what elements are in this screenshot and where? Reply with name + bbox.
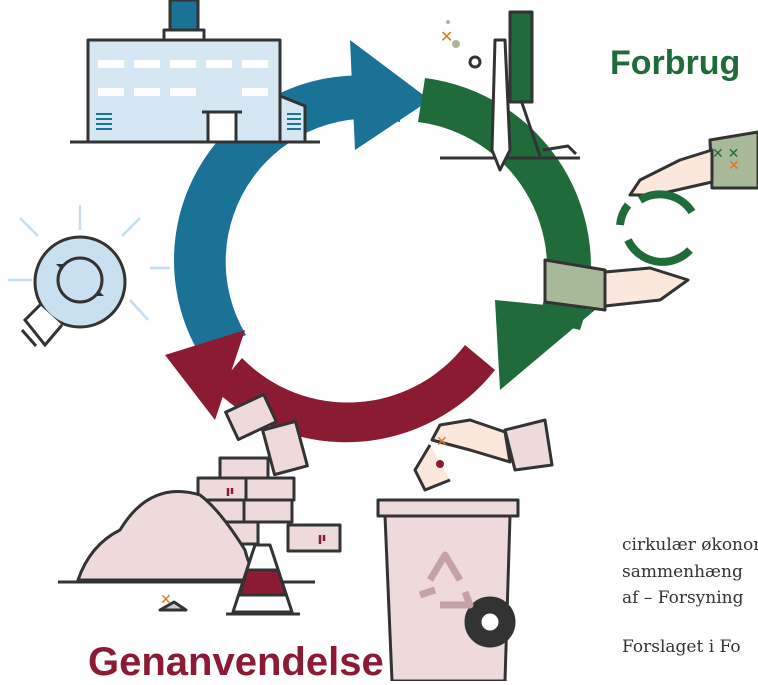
trash-bin-icon (376, 498, 520, 681)
svg-text:✕: ✕ (728, 157, 740, 173)
blue-arrow-arc (173, 75, 400, 356)
svg-text:✕: ✕ (440, 29, 453, 46)
recycling-label: Genanvendelse (88, 640, 384, 684)
svg-text:✕ ✕: ✕ ✕ (712, 145, 739, 161)
svg-text:✕: ✕ (436, 433, 448, 449)
recycle-icon (418, 551, 474, 609)
hand-throwing-icon: ✕ (413, 418, 554, 492)
consumption-label: Forbrug (610, 44, 741, 82)
tools-icon: ✕ (440, 10, 580, 172)
red-arrow-arc (215, 345, 495, 443)
traffic-cone-icon (226, 543, 300, 616)
blue-arrowhead (350, 40, 430, 150)
lightbulb-icon (8, 205, 170, 348)
body-text-paragraph: Forslaget i Fo (622, 636, 741, 657)
body-text-line: sammenhæng (622, 561, 743, 582)
hand-exchange-icon: ✕ ✕ ✕ (543, 130, 758, 312)
body-text-column: cirkulær økonomi sammenhæng af – Forsyni… (622, 532, 758, 660)
red-arrowhead (165, 330, 245, 420)
svg-text:✕: ✕ (160, 591, 172, 607)
factory-icon (70, 0, 320, 144)
body-text-line: cirkulær økonomi (622, 535, 758, 555)
green-arrowhead (495, 300, 595, 390)
body-text-line: af – Forsyning (622, 588, 744, 608)
bricks-icon (194, 393, 342, 553)
